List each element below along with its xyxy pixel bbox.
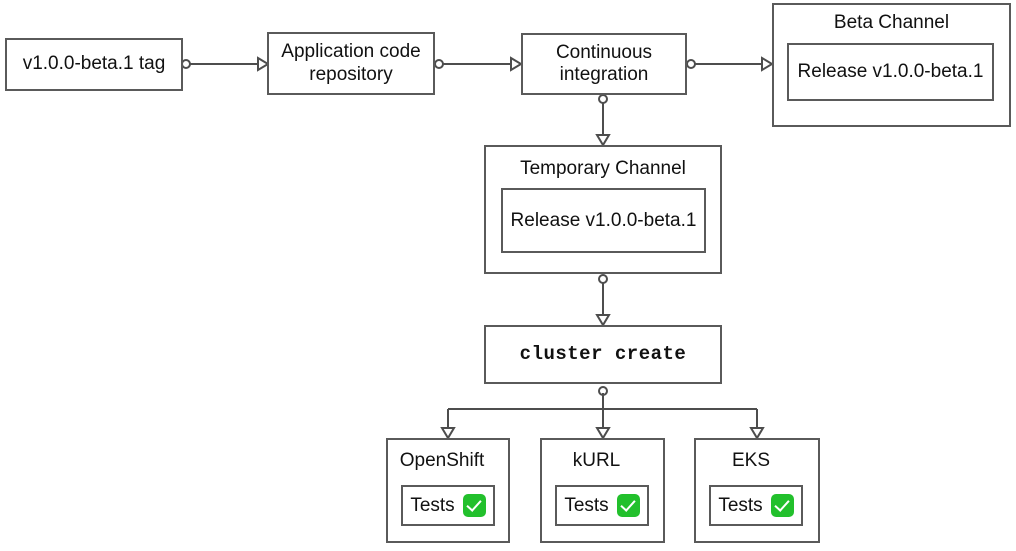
- temporary-channel-release-label: Release v1.0.0-beta.1: [510, 209, 697, 231]
- temporary-channel-release-box[interactable]: Release v1.0.0-beta.1: [501, 188, 706, 253]
- edge-repo-to-ci: [434, 56, 523, 72]
- edge-temporary-channel-to-cluster-create: [595, 274, 611, 327]
- group-beta-channel-title: Beta Channel: [833, 12, 950, 33]
- eks-tests-box[interactable]: Tests: [709, 485, 803, 526]
- node-application-code-repository-label: Application code repository: [281, 41, 421, 85]
- green-check-icon: [462, 494, 486, 517]
- node-cluster-create-label: cluster create: [519, 343, 687, 366]
- green-check-icon: [770, 494, 794, 517]
- node-cluster-create[interactable]: cluster create: [484, 325, 722, 384]
- group-openshift-title: OpenShift: [399, 450, 485, 471]
- node-version-tag[interactable]: v1.0.0-beta.1 tag: [5, 38, 183, 91]
- green-check-icon: [616, 494, 640, 517]
- edge-ci-to-beta-channel: [686, 56, 774, 72]
- kurl-tests-label: Tests: [564, 494, 609, 516]
- kurl-tests-box[interactable]: Tests: [555, 485, 649, 526]
- node-continuous-integration-label: Continuous integration: [555, 41, 653, 85]
- edge-tag-to-repo: [181, 56, 270, 72]
- edge-cluster-create-branch: [440, 386, 765, 440]
- openshift-tests-box[interactable]: Tests: [401, 485, 495, 526]
- beta-channel-release-box[interactable]: Release v1.0.0-beta.1: [787, 43, 994, 101]
- node-version-tag-label: v1.0.0-beta.1 tag: [22, 53, 166, 75]
- openshift-tests-label: Tests: [410, 494, 455, 516]
- beta-channel-release-label: Release v1.0.0-beta.1: [797, 61, 984, 82]
- group-eks-title: EKS: [731, 450, 771, 471]
- node-continuous-integration[interactable]: Continuous integration: [521, 33, 687, 95]
- edge-ci-to-temporary-channel: [595, 94, 611, 147]
- group-kurl-title: kURL: [572, 450, 621, 471]
- node-application-code-repository[interactable]: Application code repository: [267, 32, 435, 95]
- group-temporary-channel-title: Temporary Channel: [520, 158, 686, 179]
- eks-tests-label: Tests: [718, 494, 763, 516]
